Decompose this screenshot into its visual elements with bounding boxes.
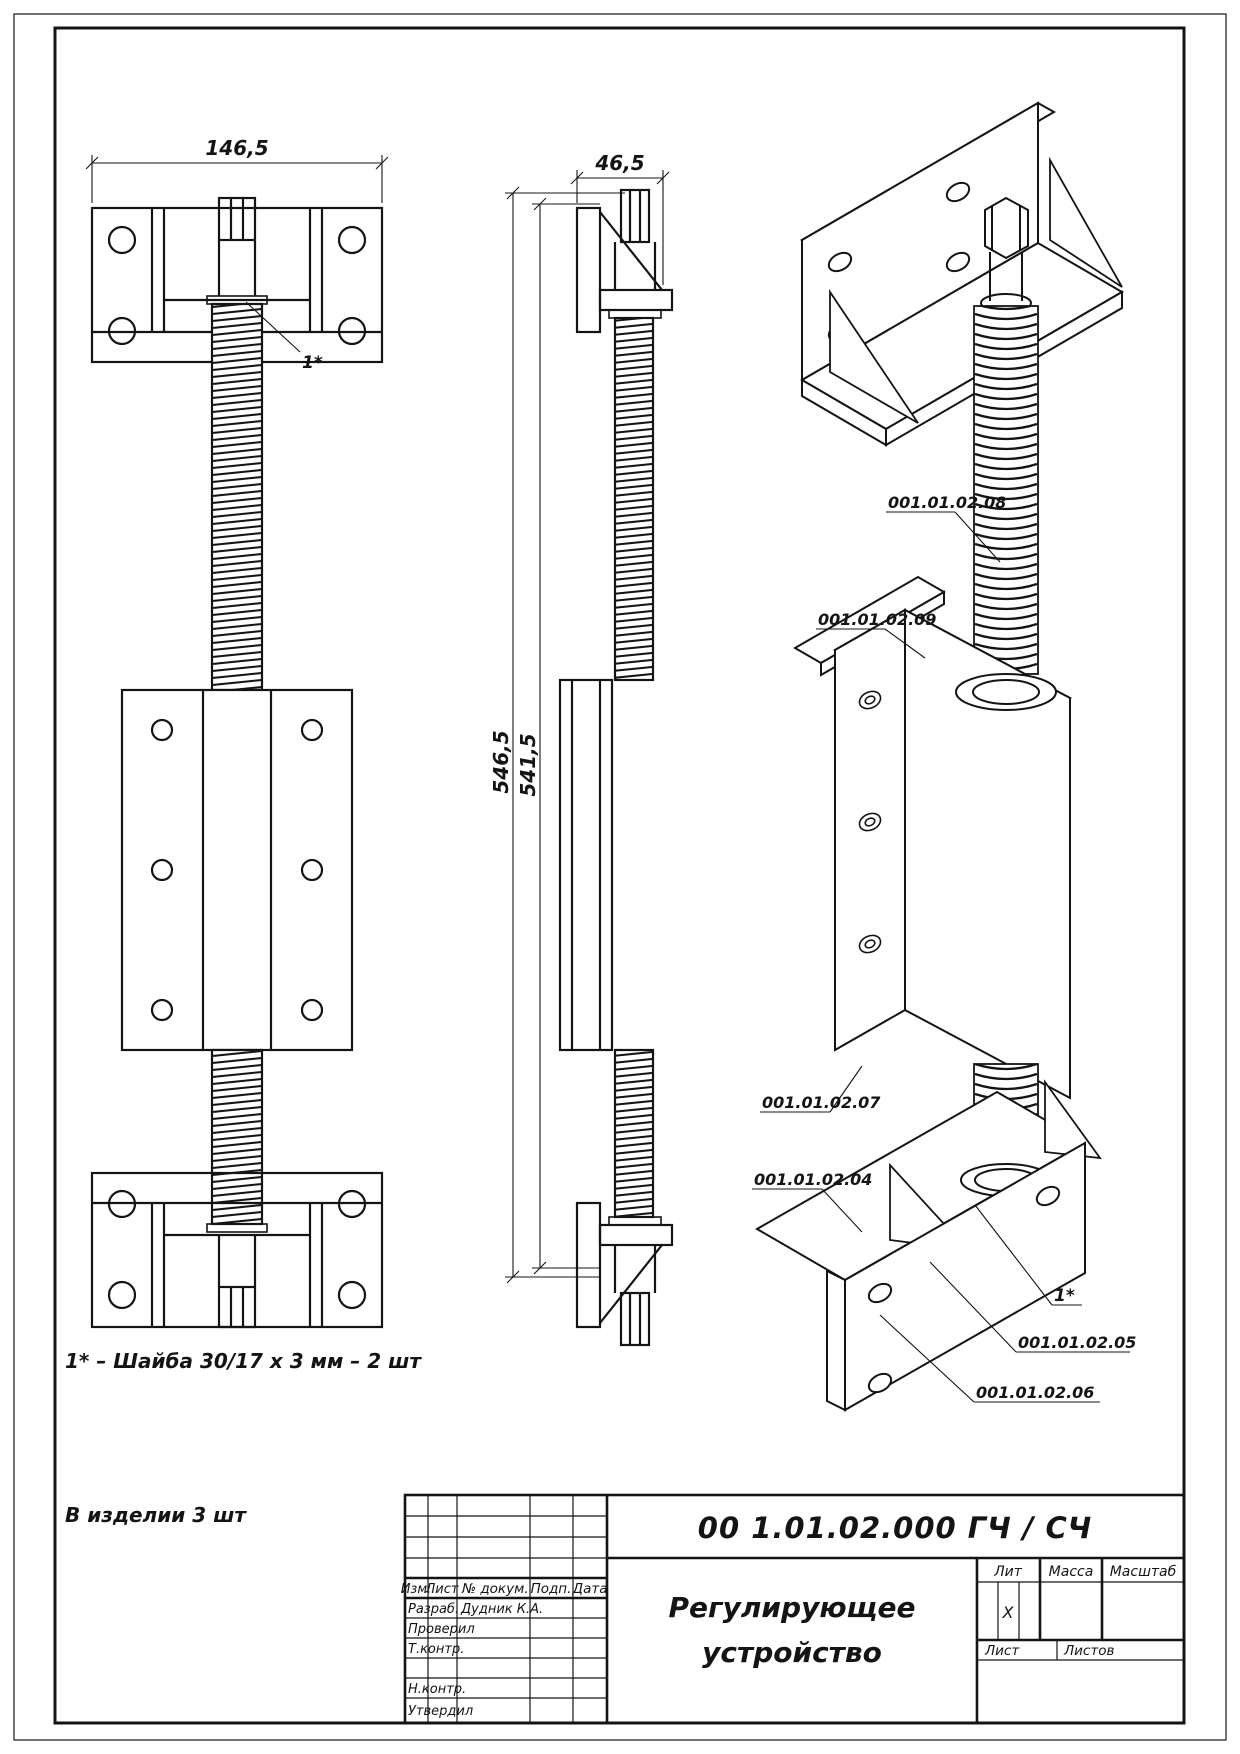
side-view	[558, 188, 674, 1347]
col-doc: № докум.	[461, 1581, 529, 1597]
dim-height-inner-label: 541,5	[516, 733, 540, 796]
callout-04-label: 001.01.02.04	[754, 1170, 872, 1189]
dim-heights	[505, 186, 625, 1284]
row-tkontr: Т.контр.	[408, 1642, 464, 1657]
title-block-grid	[403, 1493, 1186, 1725]
iso-view	[754, 101, 1124, 1412]
row-utverdil: Утвердил	[408, 1704, 473, 1719]
row-proveril: Проверил	[408, 1622, 475, 1637]
col-data: Дата	[572, 1581, 608, 1597]
dim-front-width-label: 146,5	[205, 136, 268, 160]
callout-08-label: 001.01.02.08	[888, 493, 1006, 512]
callout-07-label: 001.01.02.07	[762, 1093, 881, 1112]
cell-masshtab: Масштаб	[1110, 1564, 1177, 1580]
washer-note: 1* – Шайба 30/17 х 3 мм – 2 шт	[65, 1349, 422, 1373]
front-washer-leader	[245, 301, 301, 353]
cell-sheets: Листов	[1063, 1643, 1114, 1659]
callout-05-label: 001.01.02.05	[1018, 1333, 1136, 1352]
row-razrab: Разраб.	[408, 1602, 459, 1617]
col-izm: Изм.	[401, 1582, 432, 1597]
developer-name: Дудник К.А.	[460, 1602, 543, 1617]
part-name-line2: устройство	[702, 1636, 882, 1669]
cell-lit: Лит	[993, 1564, 1023, 1580]
col-podp: Подп.	[531, 1581, 572, 1597]
cell-massa: Масса	[1049, 1564, 1094, 1580]
cell-sheet: Лист	[984, 1643, 1020, 1659]
dim-front-width	[85, 155, 389, 203]
row-nkontr: Н.контр.	[408, 1682, 466, 1697]
iso-washer-ref: 1*	[1054, 1286, 1075, 1306]
callout-09-label: 001.01.02.09	[818, 610, 936, 629]
dim-side-width-label: 46,5	[594, 151, 644, 175]
front-view	[90, 196, 384, 1329]
iso-callout-leaders	[752, 511, 1130, 1403]
front-washer-ref: 1*	[302, 353, 323, 373]
dim-side-width	[570, 170, 670, 285]
part-name-line1: Регулирующее	[669, 1591, 916, 1624]
doc-number: 00 1.01.02.000 ГЧ / СЧ	[698, 1511, 1092, 1545]
lit-value: X	[1002, 1603, 1015, 1622]
callout-06-label: 001.01.02.06	[976, 1383, 1094, 1402]
product-note: В изделии 3 шт	[65, 1503, 247, 1527]
dim-height-outer-label: 546,5	[489, 730, 513, 793]
col-list: Лист	[425, 1582, 459, 1597]
